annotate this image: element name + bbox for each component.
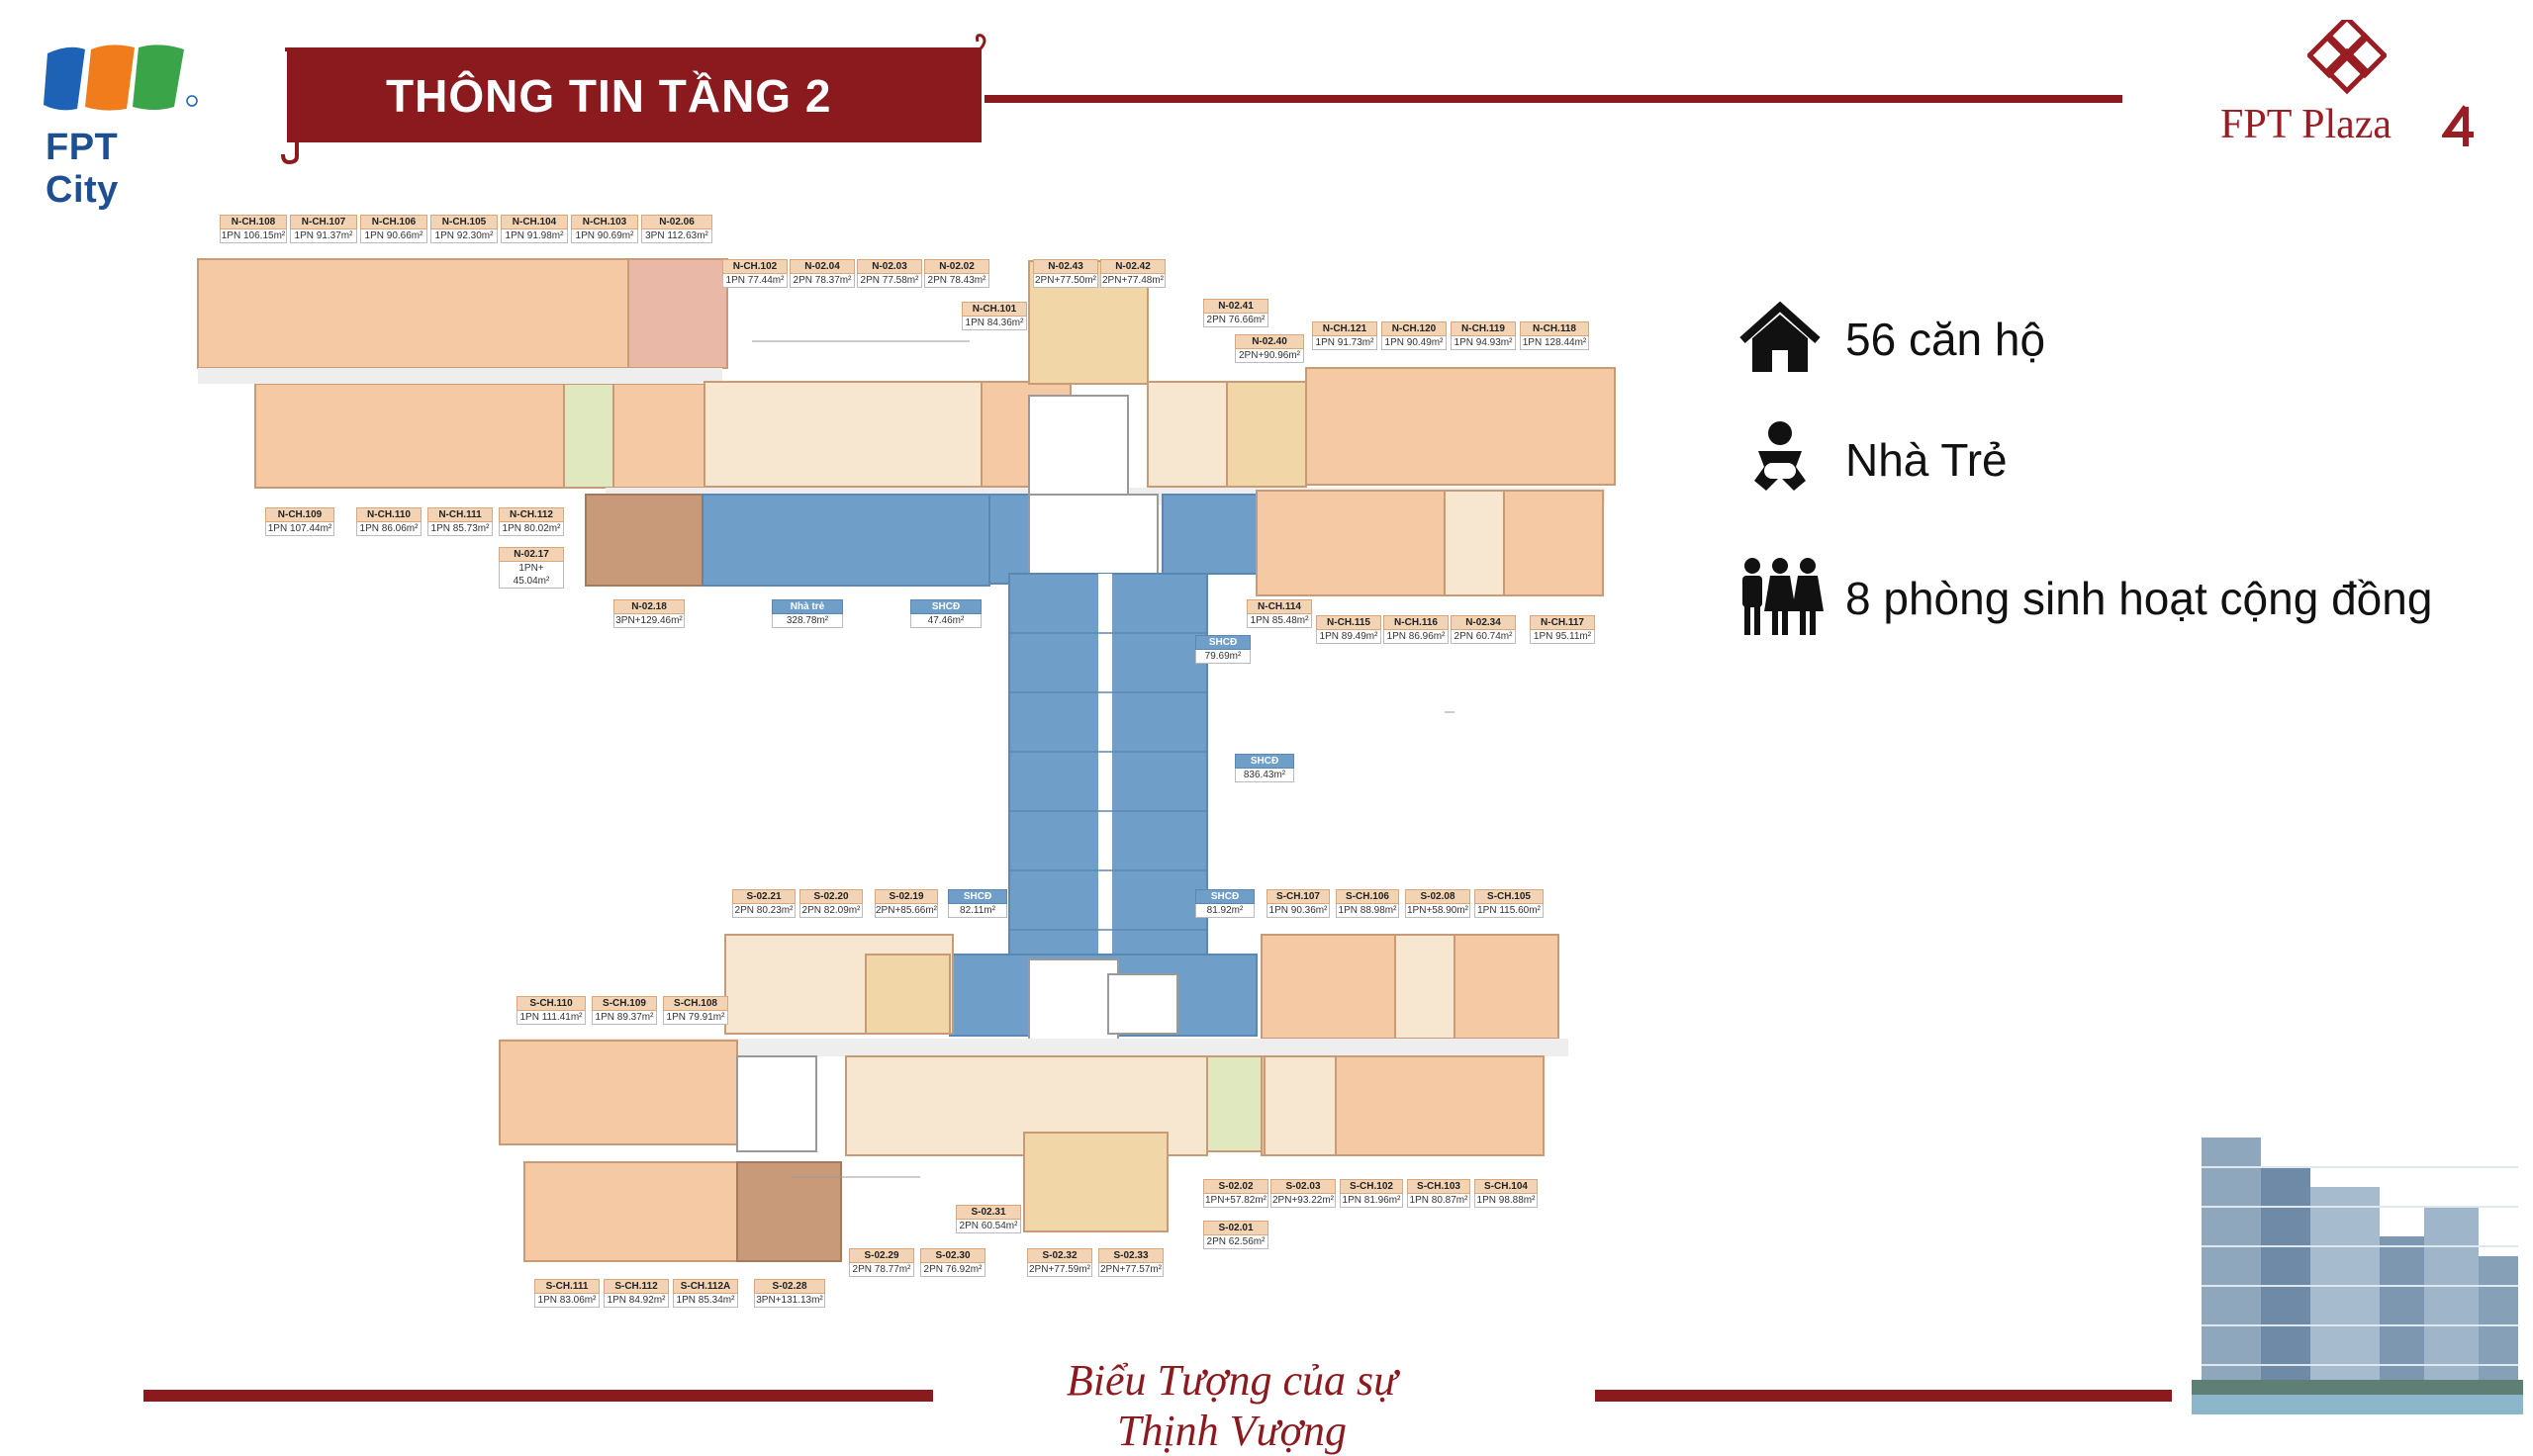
legend-apartments: 56 căn hộ [1736, 295, 2488, 384]
page-title: THÔNG TIN TẦNG 2 [386, 70, 832, 122]
baby-icon [1754, 421, 1806, 491]
footer-slogan: Biểu Tượng của sự Thịnh Vượng [1066, 1356, 1398, 1455]
legend-nursery-label: Nhà Trẻ [1845, 434, 2008, 486]
fpt-plaza-logo: FPT Plaza [2216, 20, 2484, 148]
legend-nursery: Nhà Trẻ [1736, 415, 2488, 504]
header-divider [985, 95, 2122, 103]
fpt-logo-icon [44, 45, 198, 111]
footer-divider-right [1595, 1390, 2172, 1402]
scroll-curl-icon [962, 34, 986, 67]
legend-community-label: 8 phòng sinh hoạt cộng đồng [1845, 573, 2433, 624]
plaza-emblem-icon [2307, 20, 2387, 95]
fpt-plaza-text: FPT Plaza [2220, 102, 2392, 147]
building-rendering-image [2192, 1128, 2523, 1414]
floor-plan-drawing [197, 258, 1616, 1262]
legend-apartments-label: 56 căn hộ [1845, 314, 2046, 365]
footer-divider-left [143, 1390, 933, 1402]
house-icon [1739, 301, 1821, 372]
legend-community: 8 phòng sinh hoạt cộng đồng [1736, 554, 2488, 643]
plaza-number-icon [2442, 105, 2474, 146]
people-group-icon [1742, 558, 1824, 635]
fpt-city-text: FPT City [46, 127, 119, 211]
page-title-banner: THÔNG TIN TẦNG 2 [287, 47, 982, 142]
fpt-city-logo: FPT City [40, 40, 198, 211]
